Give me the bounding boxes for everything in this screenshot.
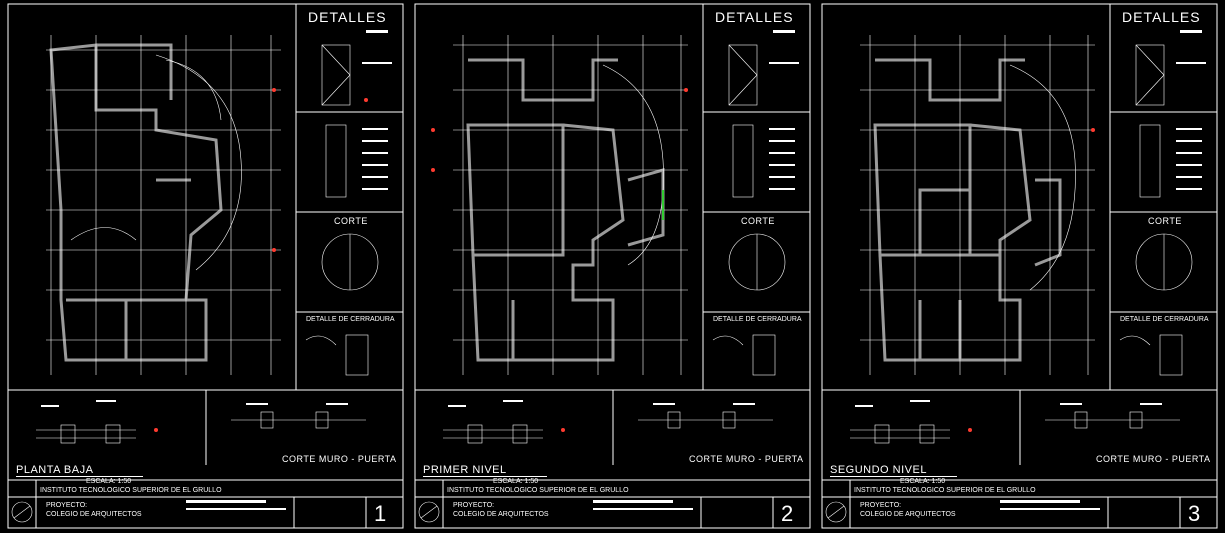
drawing-sheet-1: DETALLES CORTE DETALLE DE CERRADURA CORT… <box>6 0 406 533</box>
lock-detail-heading: DETALLE DE CERRADURA <box>713 316 802 323</box>
sheet-number: 1 <box>374 501 387 526</box>
section-heading: CORTE <box>741 216 775 226</box>
project-label: PROYECTO: <box>453 502 495 509</box>
plan-title: PLANTA BAJA <box>16 465 144 477</box>
project-name: COLEGIO DE ARQUITECTOS <box>860 511 956 518</box>
sheet-3-linework <box>821 3 1218 529</box>
details-heading: DETALLES <box>308 9 387 25</box>
lock-detail-heading: DETALLE DE CERRADURA <box>306 316 395 323</box>
project-name: COLEGIO DE ARQUITECTOS <box>46 511 142 518</box>
project-label: PROYECTO: <box>46 502 88 509</box>
institution-name: INSTITUTO TECNOLOGICO SUPERIOR DE EL GRU… <box>40 487 222 494</box>
sheet-1-linework <box>7 3 404 529</box>
plan-title: PRIMER NIVEL <box>423 465 547 477</box>
institution-name: INSTITUTO TECNOLOGICO SUPERIOR DE EL GRU… <box>447 487 629 494</box>
scale-label: ESCALA: 1:50 <box>493 478 539 485</box>
drawing-sheet-3: DETALLES CORTE DETALLE DE CERRADURA CORT… <box>820 0 1220 533</box>
scale-label: ESCALA: 1:50 <box>900 478 946 485</box>
institution-name: INSTITUTO TECNOLOGICO SUPERIOR DE EL GRU… <box>854 487 1036 494</box>
wall-door-section-label: CORTE MURO - PUERTA <box>689 454 804 464</box>
project-name: COLEGIO DE ARQUITECTOS <box>453 511 549 518</box>
scale-label: ESCALA: 1:50 <box>86 478 132 485</box>
project-label: PROYECTO: <box>860 502 902 509</box>
sheet-2-linework <box>414 3 811 529</box>
lock-detail-heading: DETALLE DE CERRADURA <box>1120 316 1209 323</box>
details-heading: DETALLES <box>715 9 794 25</box>
wall-door-section-label: CORTE MURO - PUERTA <box>282 454 397 464</box>
sheet-number: 3 <box>1188 501 1201 526</box>
section-heading: CORTE <box>334 216 368 226</box>
plan-title: SEGUNDO NIVEL <box>830 465 957 477</box>
section-heading: CORTE <box>1148 216 1182 226</box>
wall-door-section-label: CORTE MURO - PUERTA <box>1096 454 1211 464</box>
details-heading: DETALLES <box>1122 9 1201 25</box>
drawing-sheet-2: DETALLES CORTE DETALLE DE CERRADURA CORT… <box>413 0 813 533</box>
sheet-number: 2 <box>781 501 794 526</box>
